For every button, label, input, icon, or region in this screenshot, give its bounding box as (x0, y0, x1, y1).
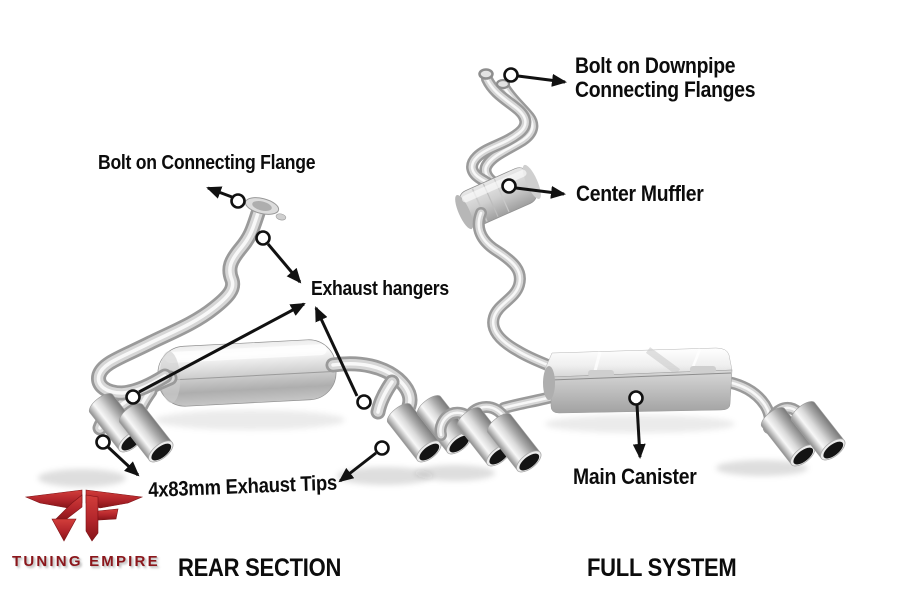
tuning-empire-brand-text: TUNING EMPIRE (12, 553, 160, 570)
rear-muffler (157, 339, 337, 407)
downpipe-flange-rings (478, 68, 511, 90)
full-system-illustration (440, 68, 850, 477)
label-downpipe-line1: Bolt on Downpipe (575, 53, 736, 78)
label-main-canister: Main Canister (573, 464, 697, 489)
label-exhaust-hangers: Exhaust hangers (311, 278, 449, 300)
mid-pipe (479, 213, 557, 369)
caption-rear-section: REAR SECTION (178, 554, 342, 582)
label-bolt-on-downpipe-flanges: Bolt on Downpipe Connecting Flanges (575, 53, 756, 102)
callout-arrows (106, 73, 646, 483)
rear-section-illustration (85, 197, 476, 467)
label-downpipe-line2: Connecting Flanges (575, 77, 756, 102)
center-muffler-part (455, 164, 541, 230)
tuning-empire-logo-icon (24, 489, 144, 542)
rear-inlet-flange (244, 197, 287, 221)
callout-markers (95, 67, 644, 456)
main-canister-part (543, 347, 733, 414)
label-bolt-on-connecting-flange: Bolt on Connecting Flange (98, 152, 316, 174)
label-center-muffler: Center Muffler (576, 181, 704, 206)
caption-full-system: FULL SYSTEM (587, 554, 737, 582)
shadow-layer (38, 410, 808, 487)
callout-layer (95, 67, 646, 483)
